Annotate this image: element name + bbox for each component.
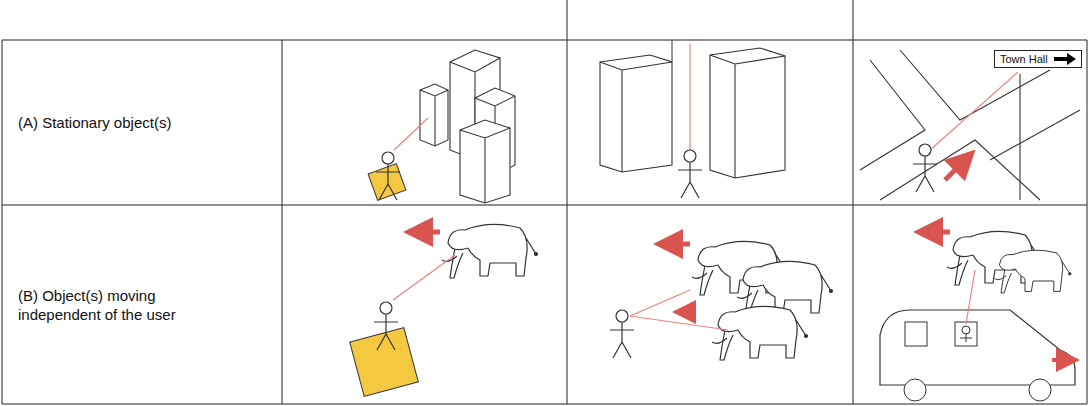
row-header: (A) Stationary object(s) <box>18 113 228 132</box>
sign-text: Town Hall <box>1000 53 1048 65</box>
row-header: (B) Object(s) moving independent of the … <box>18 286 228 324</box>
arrow-symbol <box>1054 53 1076 65</box>
sign-board: Town Hall <box>994 50 1082 68</box>
